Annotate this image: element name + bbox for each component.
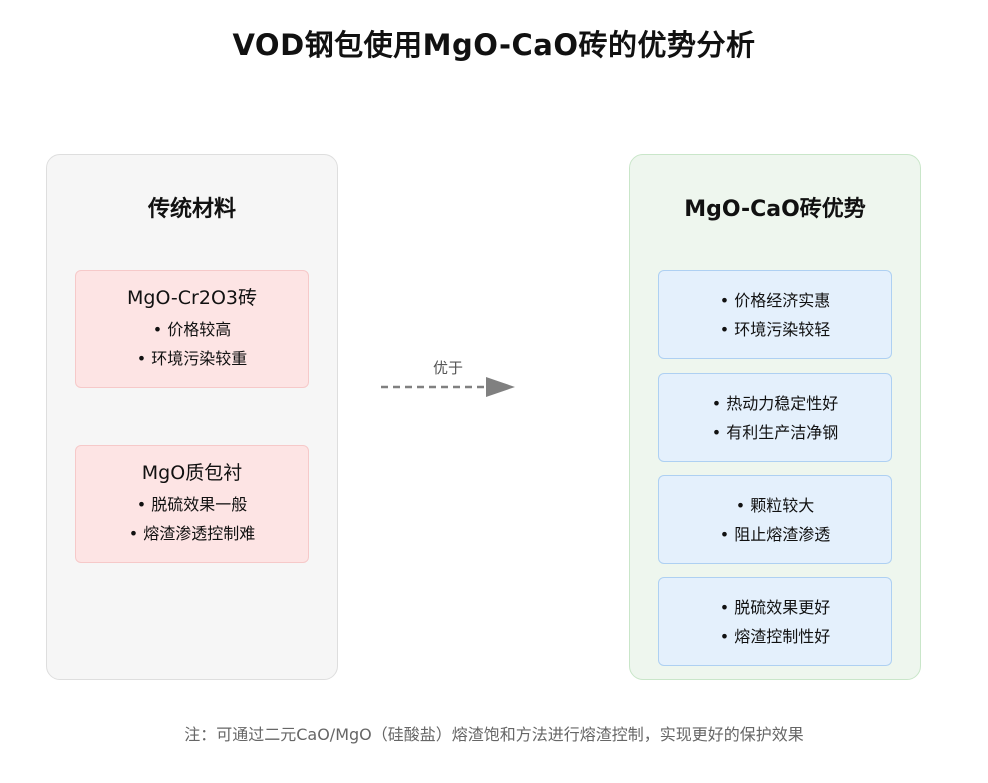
bullet-item: • 脱硫效果一般 xyxy=(136,495,248,514)
traditional-materials-panel: 传统材料 MgO-Cr2O3砖 • 价格较高 • 环境污染较重 MgO质包衬 •… xyxy=(46,154,338,680)
bullet-item: • 环境污染较轻 xyxy=(719,319,831,339)
traditional-materials-title: 传统材料 xyxy=(147,197,236,222)
arrow-label: 优于 xyxy=(432,359,463,377)
advantage-box-desulfurization: • 脱硫效果更好 • 熔渣控制性好 xyxy=(658,577,892,666)
box-heading: MgO-Cr2O3砖 xyxy=(126,287,257,309)
bullet-item: • 价格较高 xyxy=(152,320,232,339)
bullet-item: • 颗粒较大 xyxy=(735,495,815,515)
bullet-item: • 有利生产洁净钢 xyxy=(711,422,839,442)
mgo-cao-advantages-panel: MgO-CaO砖优势 • 价格经济实惠 • 环境污染较轻 • 热动力稳定性好 •… xyxy=(629,154,921,680)
advantage-box-price: • 价格经济实惠 • 环境污染较轻 xyxy=(658,270,892,359)
footnote: 注：可通过二元CaO/MgO（硅酸盐）熔渣饱和方法进行熔渣控制，实现更好的保护效… xyxy=(184,725,804,744)
diagram-title: VOD钢包使用MgO-CaO砖的优势分析 xyxy=(232,28,756,62)
bullet-item: • 脱硫效果更好 xyxy=(719,597,831,617)
mgo-cr2o3-brick-box: MgO-Cr2O3砖 • 价格较高 • 环境污染较重 xyxy=(75,270,309,388)
bullet-item: • 环境污染较重 xyxy=(136,349,248,368)
advantage-box-grain: • 颗粒较大 • 阻止熔渣渗透 xyxy=(658,475,892,564)
mgo-lining-box: MgO质包衬 • 脱硫效果一般 • 熔渣渗透控制难 xyxy=(75,445,309,563)
bullet-item: • 价格经济实惠 xyxy=(719,290,831,310)
box-heading: MgO质包衬 xyxy=(141,462,243,484)
mgo-cao-advantages-title: MgO-CaO砖优势 xyxy=(684,197,866,222)
dashed-arrow-icon xyxy=(381,377,515,397)
bullet-item: • 热动力稳定性好 xyxy=(711,393,839,413)
advantage-box-thermodynamic: • 热动力稳定性好 • 有利生产洁净钢 xyxy=(658,373,892,462)
bullet-item: • 阻止熔渣渗透 xyxy=(719,524,831,544)
bullet-item: • 熔渣渗透控制难 xyxy=(128,524,256,543)
bullet-item: • 熔渣控制性好 xyxy=(719,626,831,646)
